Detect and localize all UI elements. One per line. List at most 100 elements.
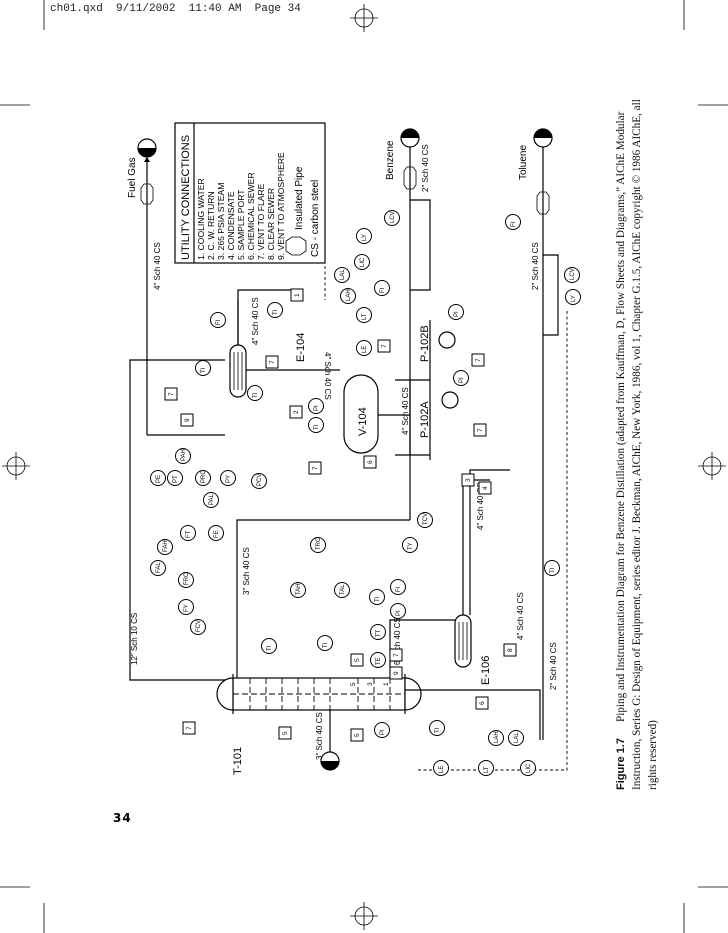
utility-number: 7	[186, 726, 193, 730]
instrument-le: LE	[433, 760, 449, 776]
instrument-tag: FI	[380, 287, 386, 293]
utility-connection-box: 7	[377, 339, 391, 353]
utility-number: 9	[393, 671, 400, 675]
utility-connection-box: 5	[350, 728, 364, 742]
instrument-fy: FY	[178, 599, 194, 615]
legend-title: UTILITY CONNECTIONS	[180, 135, 192, 260]
utility-connection-box: 5	[278, 726, 292, 740]
utility-connection-box: 5	[350, 653, 364, 667]
equipment-label: V-104	[357, 407, 369, 436]
utility-number: 6	[367, 460, 374, 464]
instrument-tag: FRC	[184, 572, 190, 585]
instrument-trc: TRC	[310, 537, 326, 553]
utility-number: 7	[381, 344, 388, 348]
pipe-spec: 3" Sch 40 CS	[242, 547, 251, 595]
equipment-label: E-106	[480, 656, 492, 685]
instrument-tag: TCV	[423, 513, 429, 525]
utility-connection-box: 9	[180, 413, 194, 427]
instrument-te: TE	[370, 652, 386, 668]
pipe-spec: 2" Sch 40 CS	[421, 144, 430, 192]
toluene-label: Toluene	[518, 145, 529, 180]
instrument-tag: FI	[511, 221, 517, 227]
utility-connection-box: 6	[475, 696, 489, 710]
equipment-label: E-104	[295, 333, 307, 362]
instrument-tag: FCV	[196, 620, 202, 632]
instrument-lic: LIC	[354, 254, 370, 270]
instrument-tag: PY	[226, 475, 232, 483]
condenser-e104: E-104	[147, 289, 307, 436]
instrument-tag: FE	[214, 530, 220, 538]
tank-icon	[138, 148, 156, 157]
instrument-fal: FAL	[150, 560, 166, 576]
instrument-ti: TI	[369, 589, 385, 605]
pipe-spec: 2" Sch 40 CS	[531, 242, 540, 290]
utility-number: 7	[312, 466, 319, 470]
instrument-ti: TI	[429, 720, 445, 736]
instrument-tag: LT	[362, 313, 368, 320]
instrument-tag: LY	[362, 234, 368, 241]
instrument-lal: LAL	[508, 730, 524, 746]
utility-legend: UTILITY CONNECTIONS 1. COOLING WATER 2. …	[174, 122, 326, 264]
instrument-tag: FI	[216, 319, 222, 325]
instrument-fi: FI	[505, 214, 521, 230]
instrument-tag: PI	[454, 311, 460, 317]
pipe-spec: 4" Sch 40 CS	[476, 482, 485, 530]
instrument-tag: PI	[459, 377, 465, 383]
instrument-fcv: FCV	[190, 619, 206, 635]
instrument-ti: TI	[267, 302, 283, 318]
instrument-pt: PT	[167, 470, 183, 486]
benzene-label: Benzene	[385, 140, 396, 180]
instrument-fah: FAH	[157, 539, 173, 555]
page-header: ch01.qxd 9/11/2002 11:40 AM Page 34	[50, 3, 301, 15]
pipe-spec: 4" Sch 40 CS	[323, 352, 332, 400]
instrument-lal: LAL	[334, 267, 350, 283]
legend-item: 9. VENT TO ATMOSPHERE	[276, 152, 286, 260]
instrument-tag: LAL	[514, 732, 520, 743]
caption-line-3: rights reserved)	[647, 720, 659, 790]
instrument-tag: TI	[273, 309, 279, 315]
caption-line-1: Piping and Instrumentation Diagram for B…	[615, 111, 627, 722]
instrument-tag: TAH	[296, 583, 302, 595]
instrument-tag: LIC	[526, 763, 532, 773]
instrument-lic: LIC	[520, 760, 536, 776]
instrument-tag: TRC	[316, 537, 322, 550]
equipment-label: T-101	[232, 747, 244, 775]
utility-number: 3	[465, 478, 472, 482]
page-number: 34	[113, 811, 132, 825]
instrument-tt: TT	[370, 624, 386, 640]
instrument-ly: LY	[565, 289, 581, 305]
utility-number: 7	[269, 360, 276, 364]
instrument-tag: TAL	[340, 584, 346, 595]
instrument-py: PY	[220, 470, 236, 486]
instrument-ti: TI	[195, 360, 211, 376]
caption-line-2: Instruction, Series G: Design of Equipme…	[631, 99, 643, 790]
instrument-tag: LIC	[360, 257, 366, 267]
utility-number: 7	[393, 653, 400, 657]
instrument-pi: PI	[374, 722, 390, 738]
instrument-pi: PI	[390, 603, 406, 619]
legend-item: 6. CHEMICAL SEWER	[246, 172, 256, 260]
equipment-label: P-102B	[419, 325, 431, 362]
instrument-tag: FY	[184, 604, 190, 612]
pump-p102a: P-102A	[419, 391, 459, 438]
instrument-tag: PRC	[201, 470, 207, 483]
instrument-pah: PAH	[175, 448, 191, 464]
utility-number: 5	[282, 731, 289, 735]
instrument-ti: TI	[308, 417, 324, 433]
legend-item: 1. COOLING WATER	[196, 178, 206, 260]
utility-connection-box: 7	[265, 355, 279, 369]
utility-number: 5	[354, 658, 361, 662]
instrument-tag: TI	[435, 727, 441, 733]
instrument-pe: PE	[150, 470, 166, 486]
instrument-tag: TT	[376, 629, 382, 637]
utility-connection-box: 7	[308, 461, 322, 475]
instrument-pi: PI	[448, 304, 464, 320]
utility-connection-box: 1	[290, 288, 304, 302]
instrument-pal: PAL	[203, 492, 219, 508]
instrument-tag: TI	[314, 424, 320, 430]
instrument-ty: TY	[402, 537, 418, 553]
instrument-tag: TE	[376, 657, 382, 665]
instrument-lah: LAH	[340, 288, 356, 304]
